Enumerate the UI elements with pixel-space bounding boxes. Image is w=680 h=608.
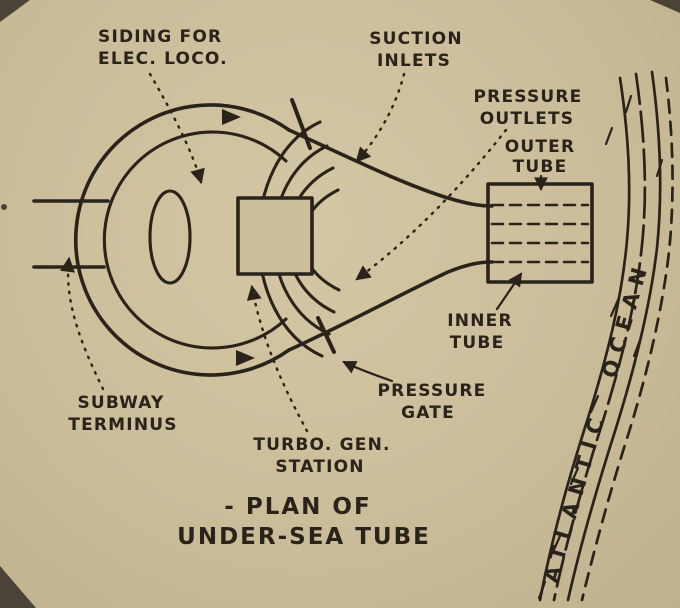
- hatch-mark: [537, 580, 547, 600]
- label-subway-terminus-line2: TERMINUS: [68, 415, 177, 435]
- hatch-mark: [632, 338, 642, 358]
- shore-line-4: [580, 76, 674, 602]
- shore-line-2: [552, 72, 647, 602]
- label-pressure-gate-line1: PRESSURE: [378, 381, 487, 401]
- outer-tube-section: [486, 182, 594, 284]
- label-subway-terminus-line1: SUBWAY: [77, 393, 164, 413]
- coastline: [537, 70, 674, 602]
- label-outer-tube-line1: OUTER: [505, 137, 576, 157]
- label-turbo-gen-line1: TURBO. GEN.: [253, 435, 390, 455]
- inner-tube-leader: [495, 272, 523, 311]
- inner-tube-dashed-walls: [490, 203, 590, 264]
- label-pressure-gate-line2: GATE: [401, 403, 455, 423]
- hatch-mark: [604, 126, 614, 146]
- paper-edge-artifact-bottom-left: [0, 566, 36, 608]
- pressure-gate-tick: [316, 316, 336, 354]
- turbo-gen-station-box: [236, 196, 314, 276]
- caption: - PLAN OF UNDER-SEA TUBE: [177, 494, 431, 550]
- leader-lines: [60, 72, 548, 433]
- label-pressure-outlets-line2: OUTLETS: [480, 109, 575, 129]
- subway-terminus-leader: [60, 256, 105, 391]
- loop-direction-arrow-bottom: [236, 350, 255, 366]
- hatch-mark: [569, 466, 580, 486]
- suction-inlets-leader: [355, 72, 406, 163]
- label-pressure-outlets-line1: PRESSURE: [474, 87, 583, 107]
- label-outer-tube-line2: TUBE: [513, 157, 568, 177]
- shore-hatching: [537, 94, 664, 600]
- label-turbo-gen-line2: STATION: [275, 457, 364, 477]
- funnel-top-wall: [287, 128, 494, 208]
- shore-line-1: [538, 76, 631, 602]
- label-suction-line1: SUCTION: [369, 29, 463, 49]
- siding-oval: [148, 189, 192, 285]
- paper-speck: [1, 204, 7, 210]
- caption-line1: - PLAN OF: [224, 494, 371, 520]
- label-siding-line2: ELEC. LOCO.: [98, 49, 228, 69]
- loop-outer-wall: [73, 103, 291, 377]
- subway-terminus-tracks: [32, 199, 110, 269]
- hatch-mark: [551, 534, 562, 554]
- pressure-outlets-leader: [355, 128, 508, 281]
- label-inner-tube-line1: INNER: [447, 311, 512, 331]
- caption-line2: UNDER-SEA TUBE: [177, 524, 431, 550]
- paper-edge-artifact-top-left: [0, 0, 30, 22]
- loop-direction-arrow-top: [222, 109, 241, 125]
- label-suction-line2: INLETS: [377, 51, 451, 71]
- label-inner-tube-line2: TUBE: [450, 333, 505, 353]
- funnel-bottom-wall: [287, 260, 494, 352]
- hatch-mark: [624, 94, 633, 114]
- shore-line-3: [566, 70, 662, 602]
- hatch-mark: [655, 158, 664, 178]
- paper-edge-artifact-top-right: [650, 0, 680, 13]
- loop-inner-wall: [102, 130, 288, 350]
- siding-leader: [148, 72, 205, 185]
- label-atlantic-ocean: ATLANTIC OCEAN: [539, 257, 654, 585]
- hatch-mark: [609, 298, 620, 318]
- hatch-mark: [589, 394, 600, 414]
- label-siding-line1: SIDING FOR: [98, 27, 222, 47]
- turbo-station-leader: [246, 284, 309, 433]
- pressure-gate-leader: [342, 360, 394, 383]
